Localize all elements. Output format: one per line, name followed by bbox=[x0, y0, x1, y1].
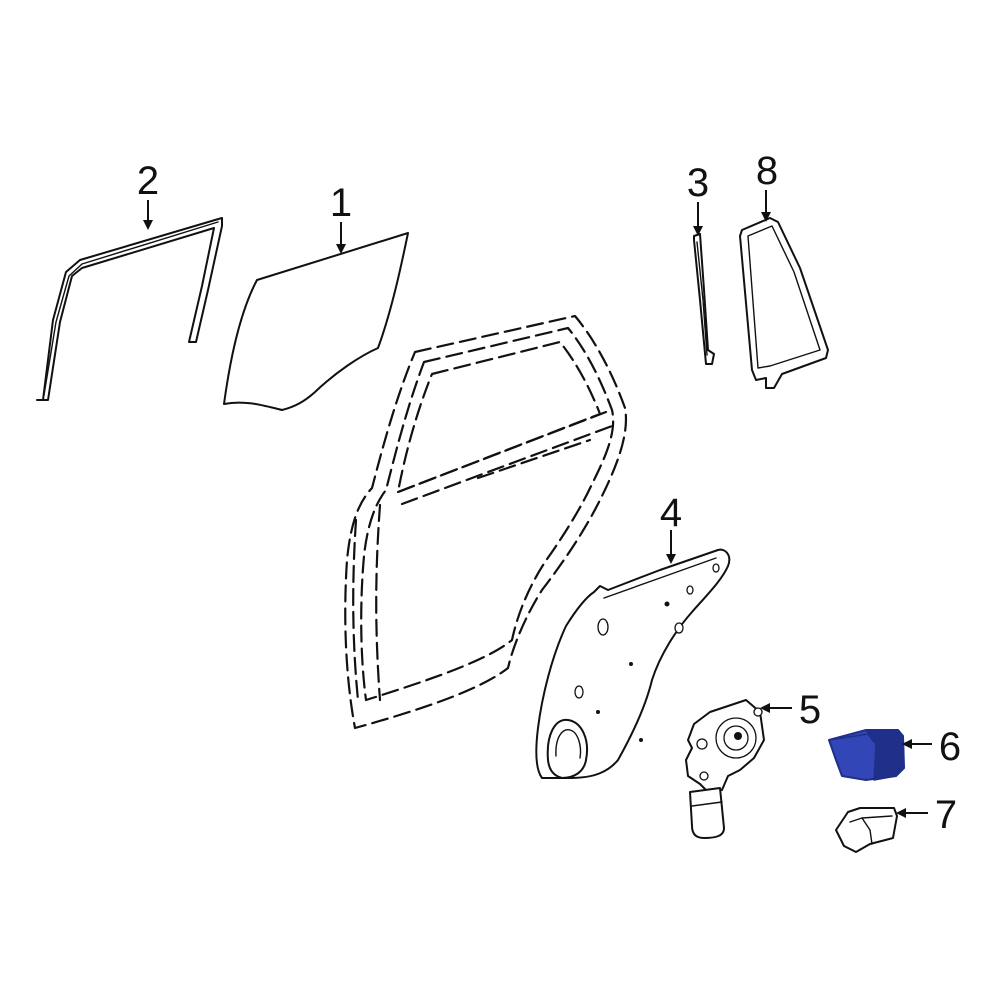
callout-4-label: 4 bbox=[660, 491, 682, 535]
part-6-bracket[interactable] bbox=[828, 729, 905, 781]
panel-hole bbox=[712, 563, 720, 573]
callout-6-label: 6 bbox=[939, 725, 961, 769]
callout-1-label: 1 bbox=[330, 181, 352, 225]
speaker-opening bbox=[546, 718, 588, 779]
motor-body bbox=[689, 787, 725, 839]
part-3-channel-strip[interactable] bbox=[693, 233, 715, 365]
panel-hole bbox=[686, 585, 694, 595]
callout-2-label: 2 bbox=[137, 159, 159, 203]
part-4-inner-panel[interactable] bbox=[535, 548, 731, 779]
callout-5-label: 5 bbox=[799, 688, 821, 732]
callout-7-label: 7 bbox=[935, 793, 957, 837]
callout-8-label: 8 bbox=[756, 149, 778, 193]
panel-hole bbox=[674, 622, 684, 634]
panel-hole bbox=[664, 601, 670, 607]
part-7-clip[interactable] bbox=[835, 807, 898, 853]
door-shell-outline bbox=[344, 314, 628, 730]
panel-hole bbox=[639, 738, 643, 742]
part-8-applique[interactable] bbox=[739, 217, 829, 389]
panel-hole bbox=[629, 662, 633, 666]
panel-hole bbox=[574, 685, 584, 699]
part-1-door-glass[interactable] bbox=[223, 232, 409, 411]
panel-hole bbox=[597, 618, 609, 636]
part-2-run-channel[interactable] bbox=[36, 217, 223, 401]
callout-3-label: 3 bbox=[687, 161, 709, 205]
panel-hole bbox=[596, 710, 600, 714]
part-5-window-motor[interactable] bbox=[685, 699, 765, 839]
